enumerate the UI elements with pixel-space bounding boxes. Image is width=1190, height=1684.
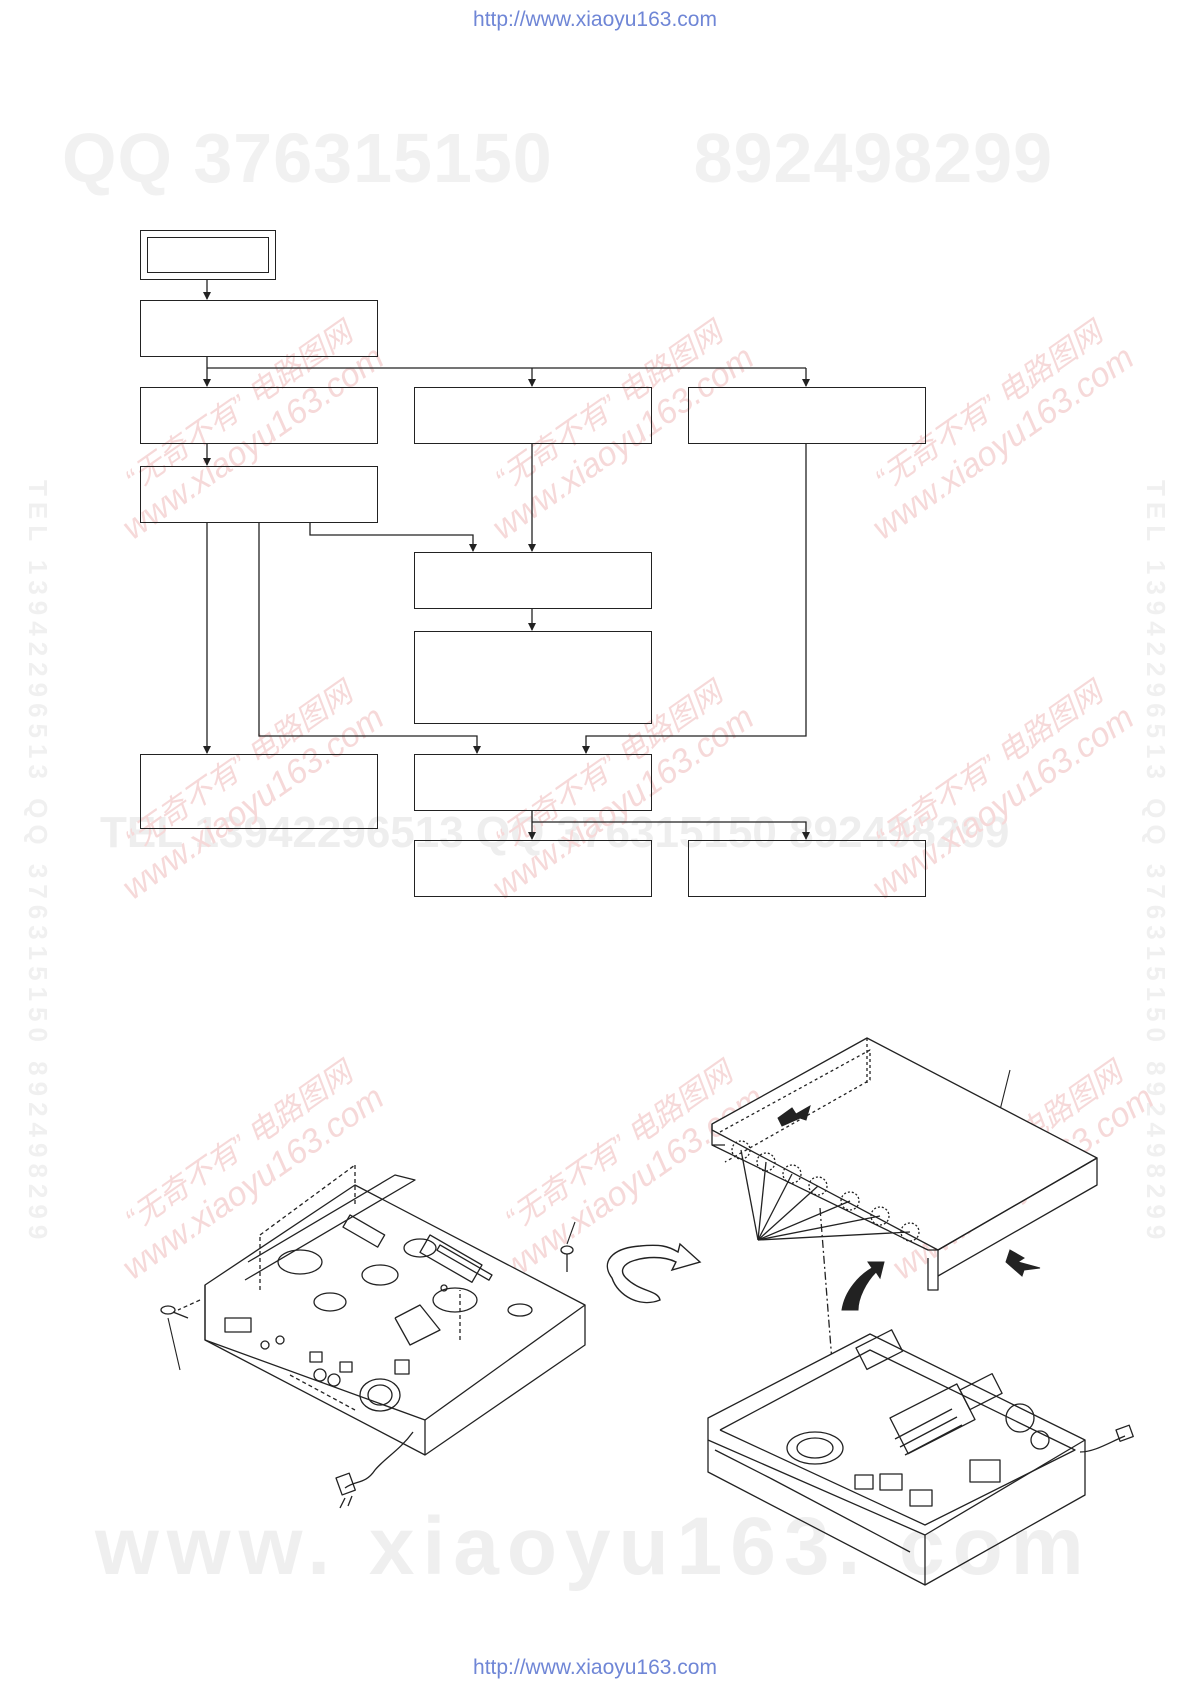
flowchart-box-4 [688, 387, 926, 444]
cover-illustration [711, 1037, 1098, 1401]
flowchart-start-box-outer [140, 230, 276, 280]
watermark-tel: TEL 13942296513 QQ 376315150 892498299 [100, 808, 1010, 857]
flowchart-box-8 [140, 754, 378, 829]
flowchart-box-1 [140, 300, 378, 357]
rotate-arrow-icon [606, 1242, 702, 1304]
chassis-illustration [707, 1329, 1134, 1586]
flowchart-box-9 [414, 754, 652, 811]
watermark-qq-number-2: 892498299 [693, 119, 1054, 197]
watermark-qq: QQ 376315150 892498299 [62, 118, 1053, 198]
flowchart-box-3 [414, 387, 652, 444]
flowchart-start-box [147, 237, 269, 273]
direction-arrow-icon [777, 1104, 1041, 1311]
flowchart-box-2 [140, 387, 378, 444]
unit-rear-illustration [177, 1164, 586, 1509]
flowchart-connectors [203, 279, 810, 840]
watermark-qq-label: QQ [62, 119, 173, 197]
watermark-side-right: TEL 13942296513 QQ 376315150 892498299 [1141, 480, 1171, 1246]
flowchart-box-10 [414, 840, 652, 897]
screw-icon [160, 1245, 574, 1319]
flowchart-box-6 [414, 552, 652, 609]
footer-url[interactable]: http://www.xiaoyu163.com [473, 1656, 717, 1679]
header-url[interactable]: http://www.xiaoyu163.com [473, 8, 717, 31]
flowchart-box-7 [414, 631, 652, 724]
flowchart-box-11 [688, 840, 926, 897]
watermark-qq-number-1: 376315150 [193, 119, 553, 197]
leader-lines [167, 1069, 1011, 1371]
watermark-side-left: TEL 13942296513 QQ 376315150 892498299 [23, 480, 53, 1246]
